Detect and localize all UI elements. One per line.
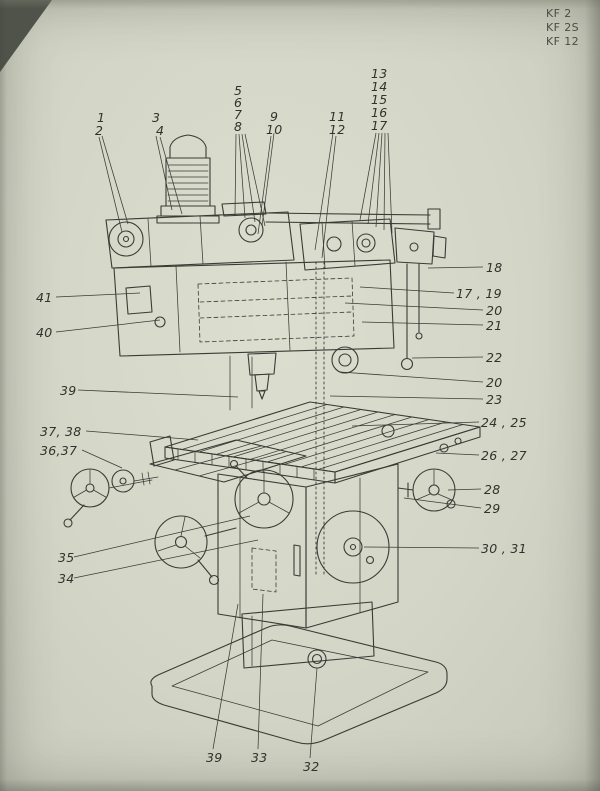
vertical-feed-handwheel: [229, 459, 294, 529]
callout-3-2: 3: [152, 110, 161, 125]
overarm: [265, 208, 441, 230]
model-label: KF 12: [546, 35, 580, 48]
horizontal-head: [105, 201, 295, 269]
callout-16-15: 16: [371, 105, 388, 120]
callout-4-3: 4: [156, 123, 165, 138]
drive-chain: [315, 261, 359, 576]
callout-28-26: 28: [484, 482, 501, 497]
callout-20-22: 20: [486, 375, 503, 390]
callout-14-13: 14: [371, 79, 388, 94]
callout-9-8: 9: [270, 109, 279, 124]
left-handwheel-cluster: [63, 468, 159, 528]
callout-39-31: 39: [60, 383, 77, 398]
callout-40-30: 40: [36, 325, 53, 340]
callout-33-37: 33: [251, 750, 268, 765]
machine-base: [150, 601, 448, 745]
callout-10-9: 10: [266, 122, 283, 137]
callout-29-27: 29: [484, 501, 501, 516]
callout-17-19-18: 17 , 19: [456, 286, 502, 301]
callout-23-23: 23: [486, 392, 503, 407]
callout-36-37-33: 36,37: [40, 443, 78, 458]
callout-7-6: 7: [234, 107, 243, 122]
work-table: [149, 401, 481, 484]
callout-32-38: 32: [303, 759, 320, 774]
knee: [217, 463, 399, 629]
right-handwheel: [397, 468, 456, 512]
callout-34-35: 34: [58, 571, 75, 586]
callout-2-1: 2: [95, 123, 104, 138]
callout-15-14: 15: [371, 92, 388, 107]
callout-6-5: 6: [234, 95, 243, 110]
spindle-quill: [247, 352, 277, 400]
callout-39-36: 39: [206, 750, 223, 765]
callout-18-17: 18: [486, 260, 503, 275]
callout-35-34: 35: [58, 550, 75, 565]
callout-1-0: 1: [97, 110, 106, 125]
model-label: KF 2S: [546, 21, 580, 34]
ram-gearbox: [113, 259, 395, 357]
callout-17-16: 17: [371, 118, 388, 133]
callout-22-21: 22: [486, 350, 503, 365]
callout-41-29: 41: [36, 290, 53, 305]
callout-20-19: 20: [486, 303, 503, 318]
arbor-drawbar: [400, 263, 423, 371]
callout-8-7: 8: [234, 119, 243, 134]
callout-37-38-32: 37, 38: [40, 424, 82, 439]
model-label: KF 2: [546, 7, 572, 20]
callout-21-20: 21: [486, 318, 503, 333]
cross-feed-handwheel: [154, 515, 237, 586]
callout-30-31-28: 30 , 31: [481, 541, 527, 556]
callout-leader-lines: [55, 132, 484, 759]
callout-26-27-25: 26 , 27: [481, 448, 527, 463]
callout-13-12: 13: [371, 66, 388, 81]
callout-11-10: 11: [329, 109, 346, 124]
callout-24-25-24: 24 , 25: [481, 415, 527, 430]
callout-12-11: 12: [329, 122, 346, 137]
callout-5-4: 5: [234, 83, 243, 98]
column: [229, 355, 253, 411]
